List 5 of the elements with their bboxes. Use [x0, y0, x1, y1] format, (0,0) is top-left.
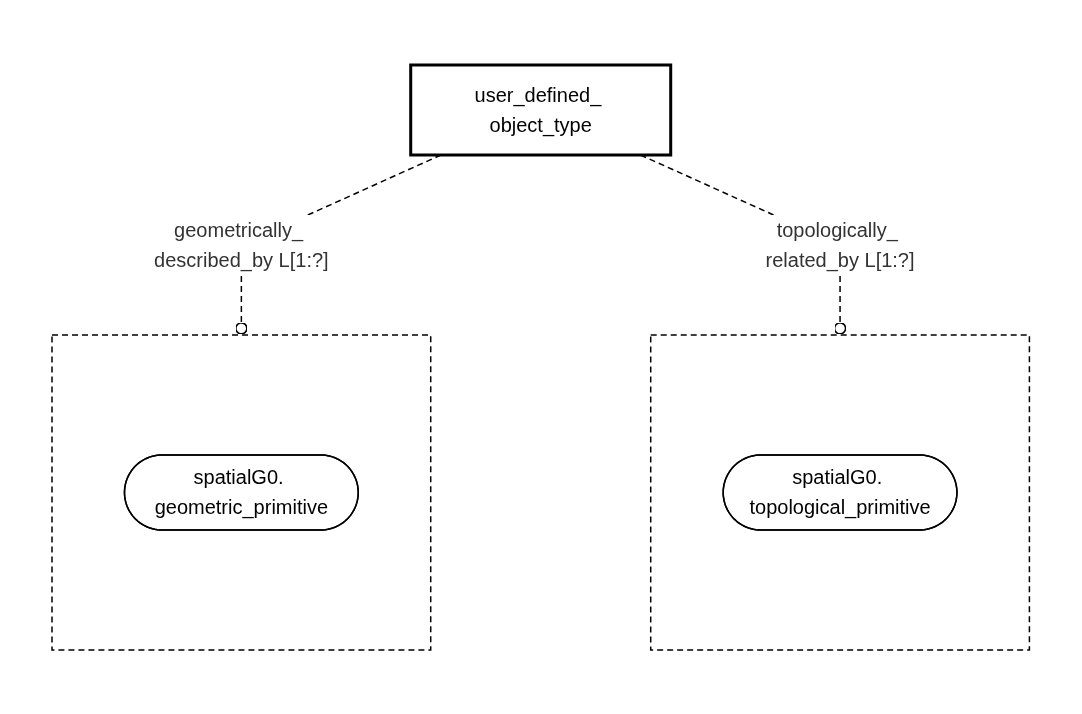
edge-label: topologically_ related_by L[1:?] [765, 218, 915, 271]
node-box: user_defined_ object_type [409, 63, 673, 156]
cluster [650, 333, 1031, 651]
cluster [51, 333, 432, 651]
edge-label: geometrically_ described_by L[1:?] [154, 218, 329, 271]
